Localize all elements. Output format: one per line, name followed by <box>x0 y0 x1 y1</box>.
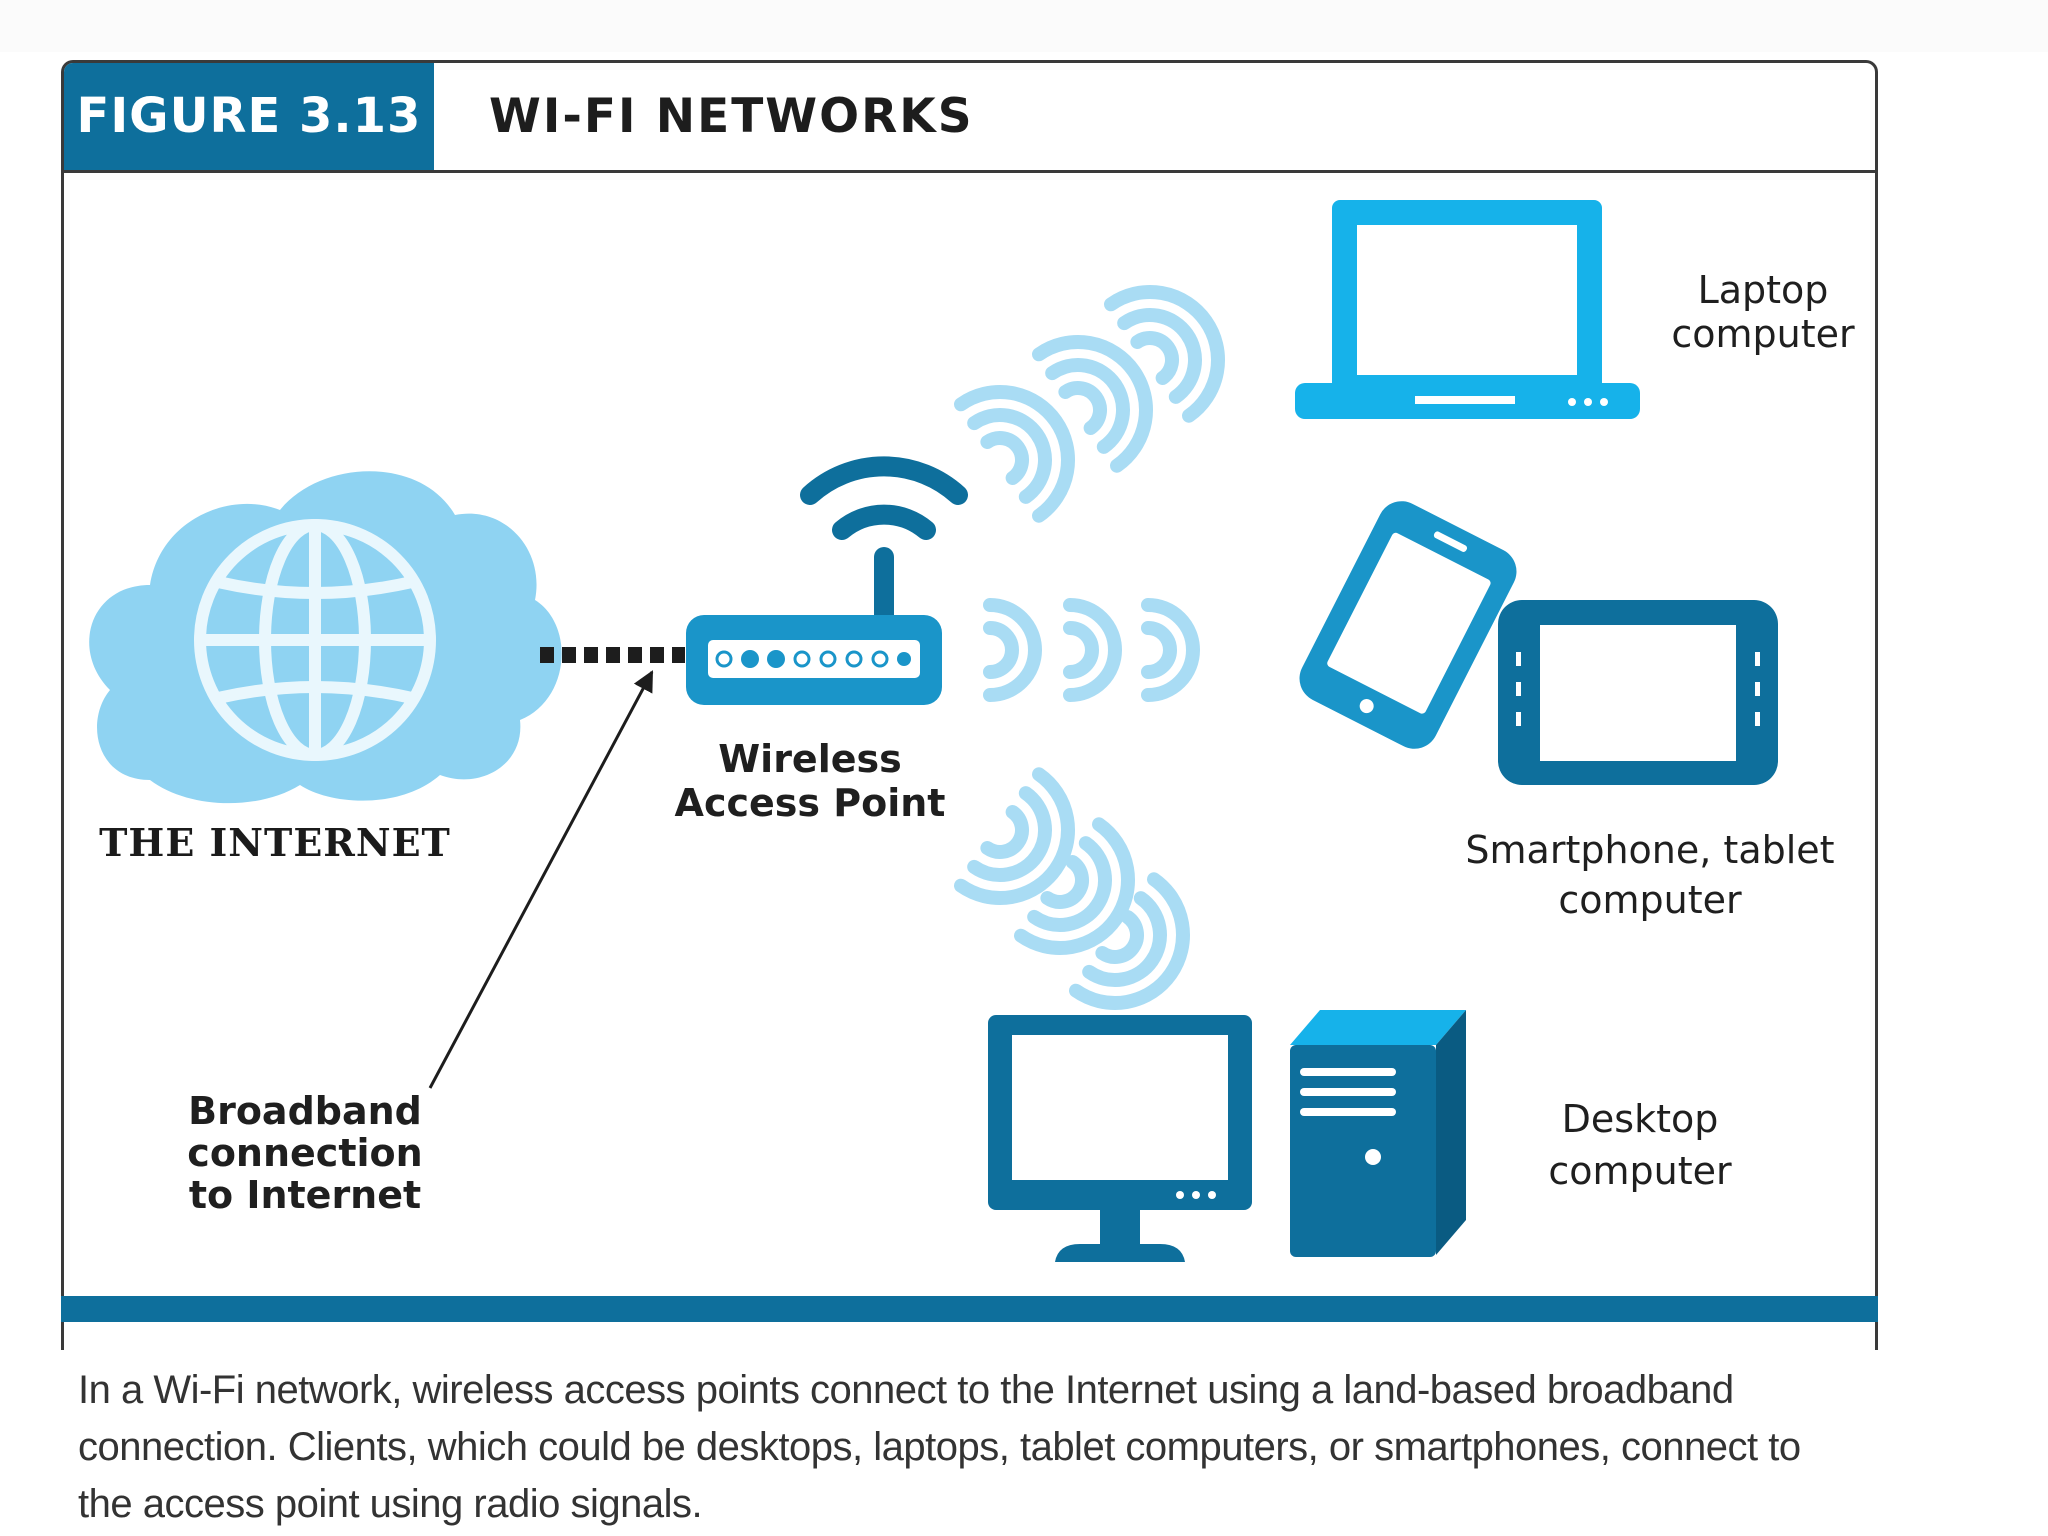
smartphone-icon <box>1299 501 1517 749</box>
figure-title: WI-FI NETWORKS <box>489 89 974 144</box>
signal-waves <box>953 285 1225 1010</box>
top-strip <box>0 0 2048 52</box>
monitor-icon <box>988 1015 1252 1262</box>
tablet-icon <box>1498 600 1778 785</box>
broadband-arrow <box>428 670 654 1089</box>
figure-number: FIGURE 3.13 <box>64 63 434 170</box>
desktop-label: Desktop computer <box>1548 1097 1732 1193</box>
figure-caption: In a Wi-Fi network, wireless access poin… <box>78 1368 1801 1526</box>
router-icon <box>686 615 942 705</box>
figure-bottom-bar <box>61 1296 1878 1322</box>
mobile-label: Smartphone, tablet computer <box>1465 828 1835 922</box>
wifi-icon <box>800 456 968 628</box>
figure-header: FIGURE 3.13 WI-FI NETWORKS <box>64 63 1875 173</box>
broadband-label: Broadband connection to Internet <box>187 1089 423 1217</box>
laptop-icon <box>1295 200 1640 419</box>
access-point-label: Wireless Access Point <box>674 737 946 825</box>
globe-icon <box>194 519 436 761</box>
internet-label: THE INTERNET <box>99 820 451 865</box>
tower-icon <box>1290 1010 1466 1257</box>
laptop-label: Laptop computer <box>1671 268 1855 356</box>
